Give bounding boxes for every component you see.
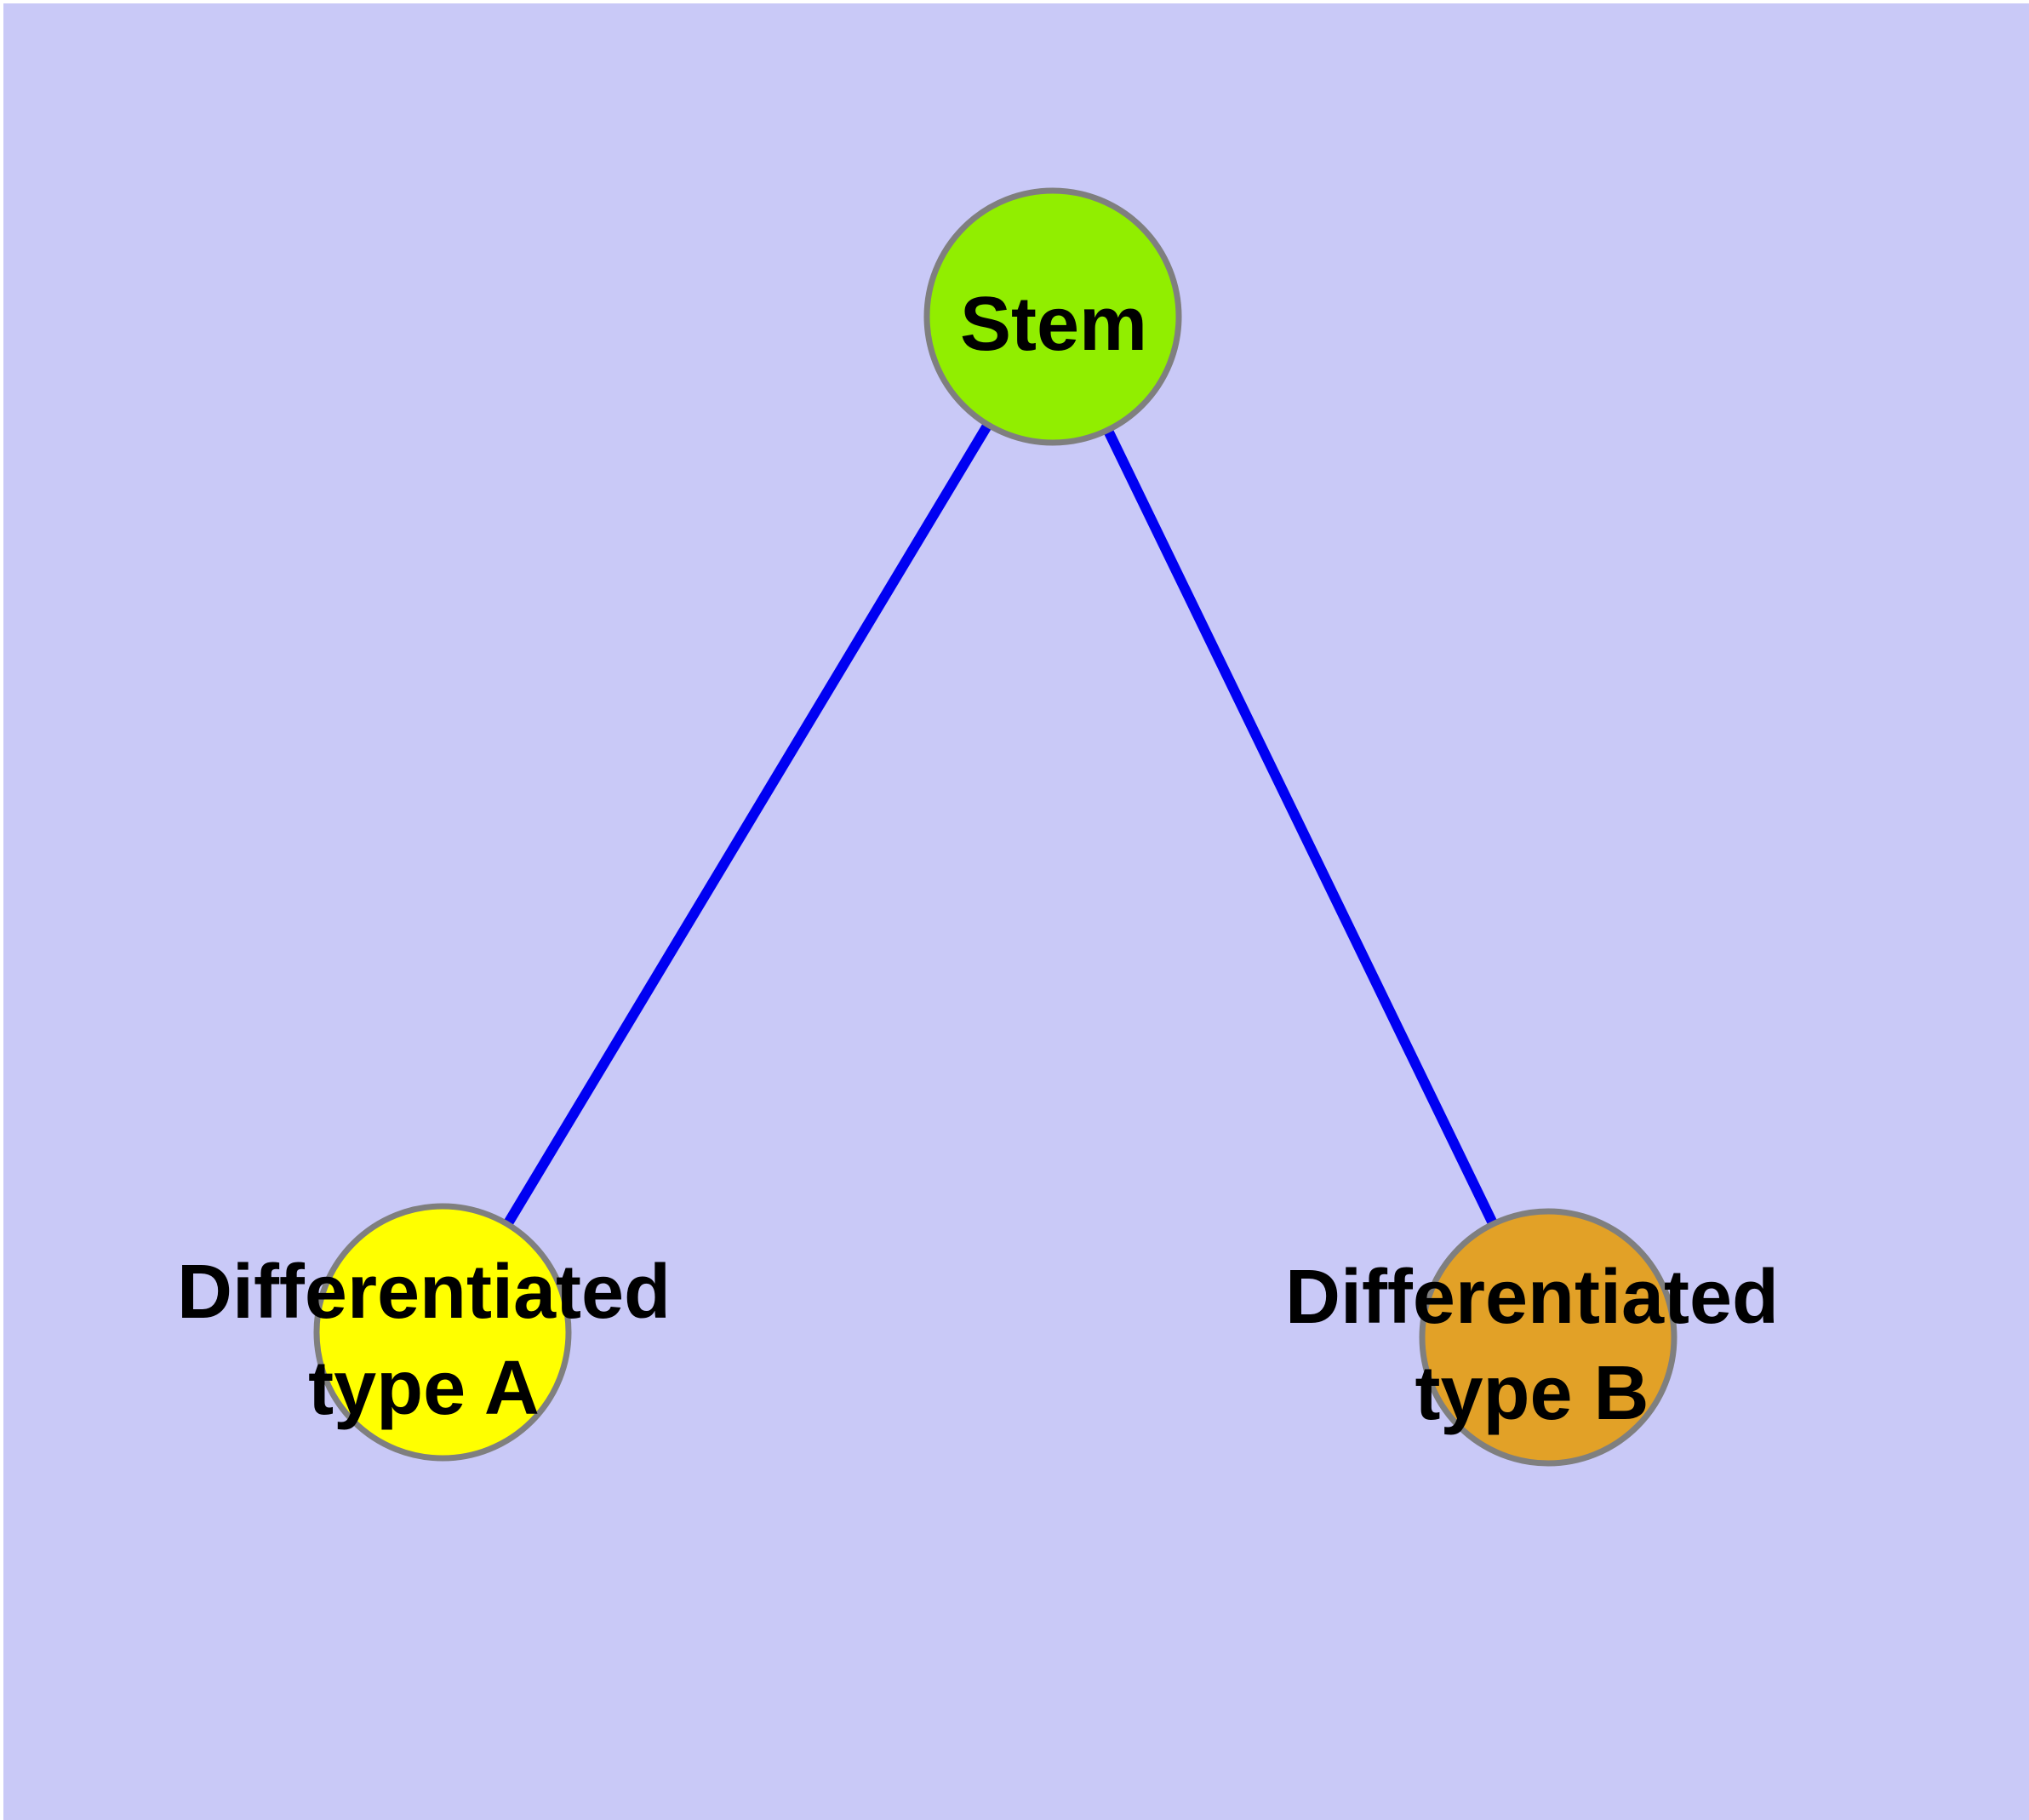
node-stem-circle[interactable] <box>923 187 1182 446</box>
node-stem-label: Stem <box>960 282 1147 367</box>
node-differentiated-type-b-label-line1: Differentiated <box>1285 1255 1779 1340</box>
node-differentiated-type-a: Differentiated type A <box>177 1203 671 1462</box>
node-differentiated-type-b-circle[interactable] <box>1419 1208 1677 1467</box>
node-differentiated-type-a-circle[interactable] <box>313 1203 572 1462</box>
edge-stem-to-type-a <box>437 313 1058 1336</box>
edge-stem-to-type-b <box>1048 314 1553 1340</box>
node-differentiated-type-b-label-line2: type B <box>1415 1351 1649 1436</box>
node-differentiated-type-a-label-line2: type A <box>308 1346 540 1431</box>
node-differentiated-type-b: Differentiated type B <box>1285 1208 1779 1467</box>
node-stem: Stem <box>923 187 1182 446</box>
node-differentiated-type-a-label-line1: Differentiated <box>177 1250 671 1335</box>
